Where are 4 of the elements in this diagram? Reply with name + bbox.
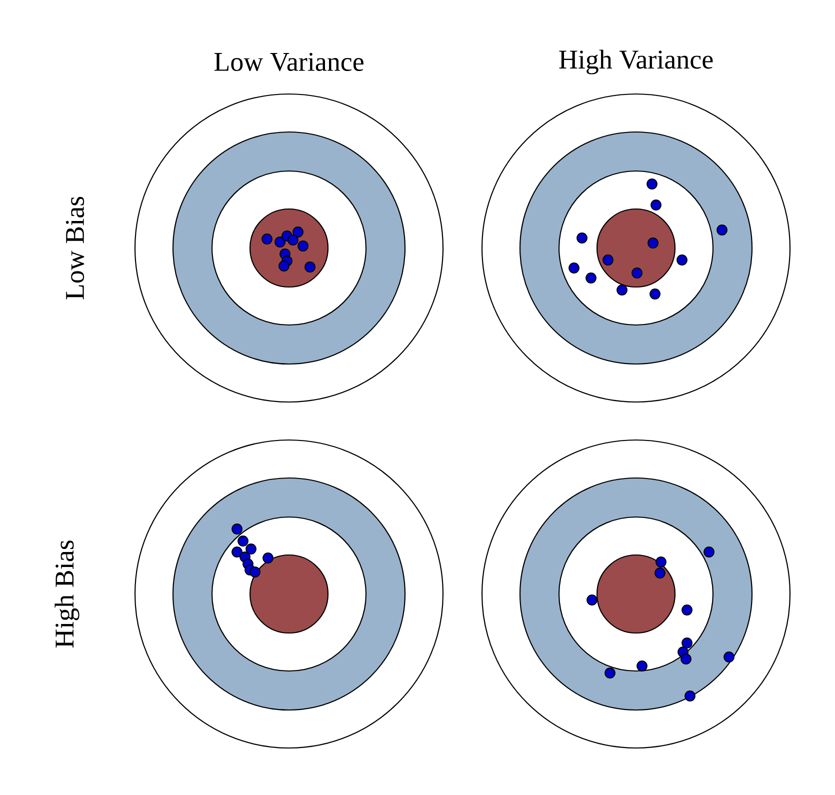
row-heading: High Bias xyxy=(54,540,80,648)
column-heading: High Variance xyxy=(559,50,713,74)
row-heading: Low Bias xyxy=(66,196,84,300)
column-heading: Low Variance xyxy=(214,52,364,72)
